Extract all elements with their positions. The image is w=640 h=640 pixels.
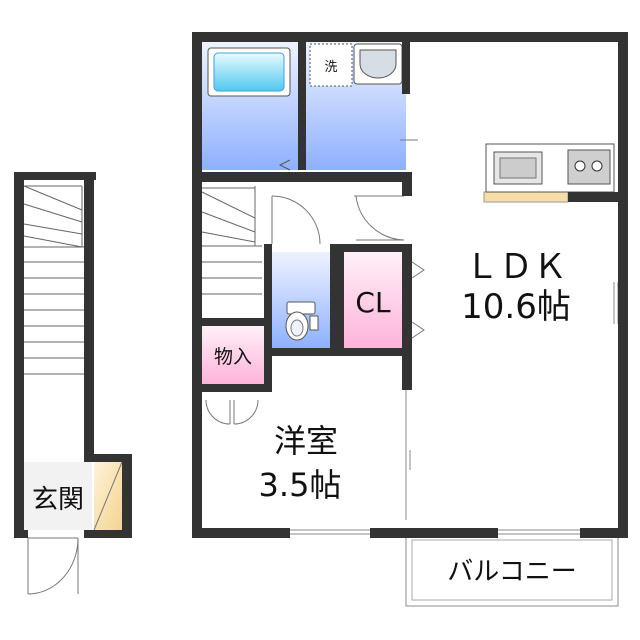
stair-area: [24, 180, 92, 462]
closet-label: CL: [355, 286, 391, 319]
entrance-floor: [24, 462, 92, 530]
entrance-label: 玄関: [32, 485, 84, 515]
stair-winder: [23, 185, 83, 248]
bathtub-basin: [213, 52, 285, 92]
washer-label: 洗: [324, 60, 337, 75]
balcony-label: バルコニー: [447, 557, 576, 587]
burner-1: [574, 160, 586, 172]
bath-door-mark: [278, 159, 291, 171]
western-room-size-label: 3.5帖: [259, 466, 342, 504]
ldk-name-label: ＬＤＫ: [465, 247, 567, 287]
shoe-cabinet-diagonal: [93, 461, 123, 531]
western-room-name-label: 洋室: [274, 422, 338, 460]
entrance-block: [14, 172, 132, 595]
entrance-door[interactable]: [27, 537, 79, 595]
closet: [344, 252, 402, 348]
interior-stair: [201, 186, 264, 314]
washer-space: [309, 43, 353, 87]
hall-doors: [205, 195, 425, 425]
ldk-size-label: 10.6帖: [461, 287, 571, 327]
stair-treads-lower: [24, 246, 92, 375]
entrance-walls: [14, 172, 132, 538]
burner-2: [591, 160, 603, 172]
balcony: [405, 533, 619, 607]
stove: [567, 149, 611, 185]
toilet: [285, 301, 319, 341]
kitchen-counter: [483, 143, 615, 203]
storage-label: 物入: [214, 346, 252, 368]
storage: [202, 326, 264, 384]
unit-walls: [192, 32, 628, 538]
sink-basin: [359, 49, 397, 79]
